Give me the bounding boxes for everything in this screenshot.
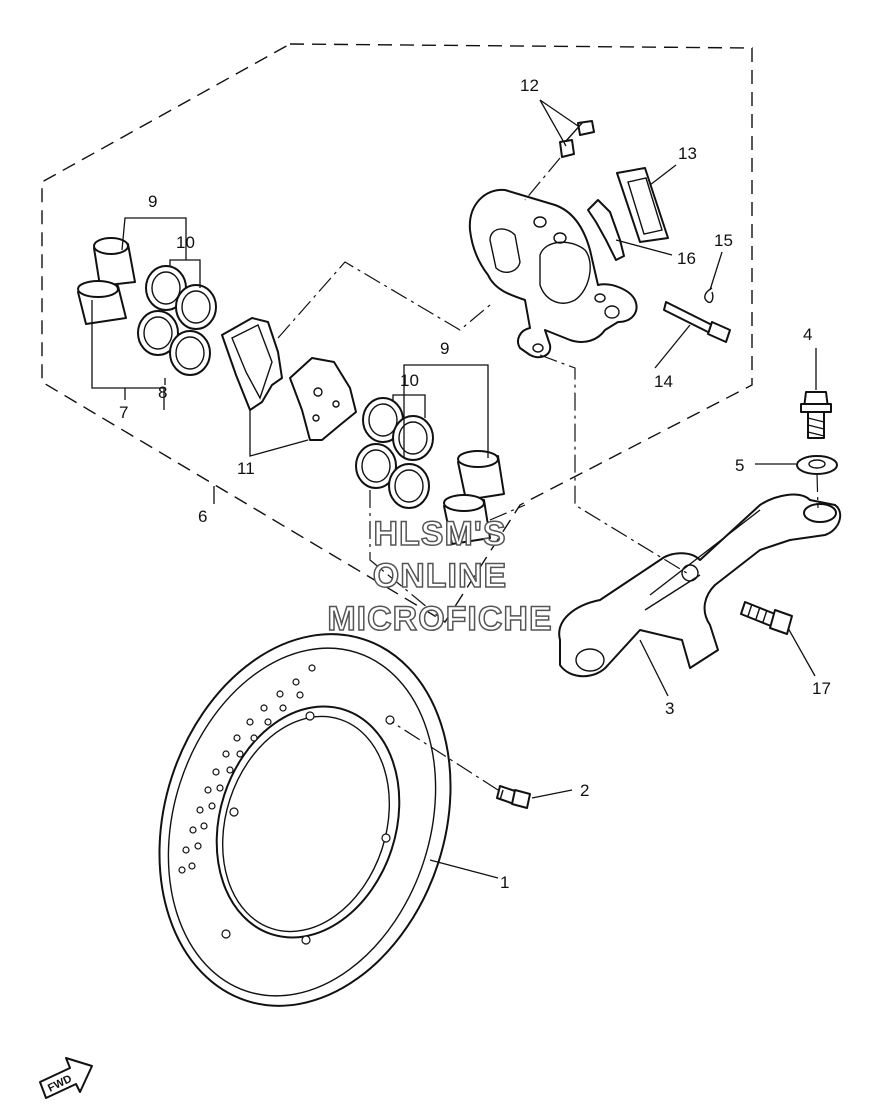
callout-6: 6 xyxy=(198,507,207,526)
pad-spring[interactable] xyxy=(616,167,669,243)
watermark-line-3: MICROFICHE xyxy=(327,600,552,638)
bleed-screw[interactable] xyxy=(559,120,595,158)
piston-middle-upper[interactable] xyxy=(457,450,505,501)
watermark-line-2: ONLINE xyxy=(373,557,507,595)
callout-15: 15 xyxy=(714,231,733,250)
pad-support[interactable] xyxy=(587,199,625,261)
brake-pad-set[interactable] xyxy=(221,317,357,441)
callout-10-middle: 10 xyxy=(400,371,419,390)
callout-17: 17 xyxy=(812,679,831,698)
callout-labels: 1 2 3 4 5 6 7 8 9 9 10 10 11 12 13 14 15… xyxy=(119,76,831,892)
piston-middle-lower[interactable] xyxy=(443,494,491,545)
callout-1: 1 xyxy=(500,873,509,892)
bracket-bolt[interactable] xyxy=(740,601,793,635)
callout-4: 4 xyxy=(803,325,812,344)
piston-seals-middle[interactable] xyxy=(355,397,434,509)
brake-disc[interactable] xyxy=(113,596,497,1044)
callout-9-middle: 9 xyxy=(440,339,449,358)
caliper-body[interactable] xyxy=(468,188,638,359)
forward-arrow-icon: FWD xyxy=(39,1057,93,1099)
callout-3: 3 xyxy=(665,699,674,718)
callout-2: 2 xyxy=(580,781,589,800)
piston-left-upper[interactable] xyxy=(93,237,136,287)
callout-7: 7 xyxy=(119,403,128,422)
pad-pin[interactable] xyxy=(663,301,731,343)
callout-14: 14 xyxy=(654,372,673,391)
callout-11: 11 xyxy=(237,459,255,478)
disc-bolt[interactable] xyxy=(496,785,531,809)
washer[interactable] xyxy=(796,455,838,475)
callout-9-left: 9 xyxy=(148,192,157,211)
callout-8: 8 xyxy=(158,383,167,402)
callout-13: 13 xyxy=(678,144,697,163)
callout-16: 16 xyxy=(677,249,696,268)
piston-seals-left[interactable] xyxy=(137,265,217,376)
watermark-line-1: HLSM'S xyxy=(373,515,506,553)
mounting-bolt[interactable] xyxy=(800,391,832,439)
piston-left-lower[interactable] xyxy=(77,280,127,325)
pin-clip[interactable] xyxy=(704,287,714,304)
callout-12: 12 xyxy=(520,76,539,95)
leader-lines xyxy=(91,99,819,879)
callout-5: 5 xyxy=(735,456,744,475)
watermark: HLSM'S ONLINE MICROFICHE xyxy=(327,514,553,639)
caliper-bracket[interactable] xyxy=(558,493,842,678)
caliper-assembly-outline xyxy=(41,43,753,623)
callout-10-left: 10 xyxy=(176,233,195,252)
